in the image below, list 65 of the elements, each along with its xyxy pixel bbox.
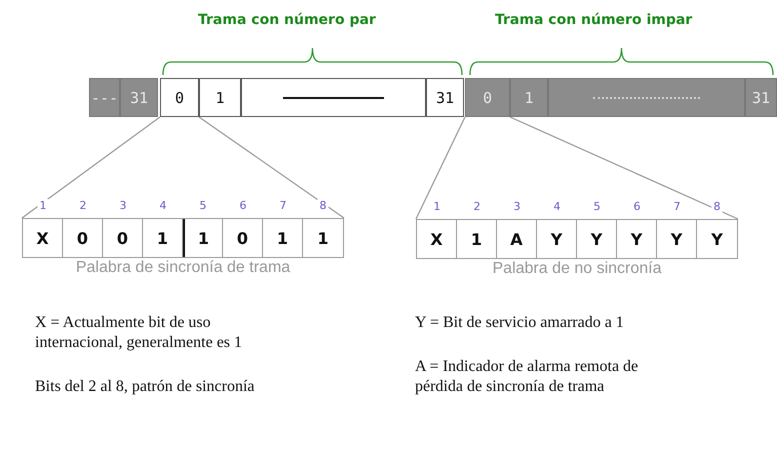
slot-label: ---	[90, 88, 118, 106]
bit-value: Y	[590, 230, 602, 248]
frame-slot	[548, 78, 745, 117]
bit-number: 5	[198, 199, 208, 212]
bit-number: 7	[278, 199, 288, 212]
bit-number: 8	[712, 200, 722, 213]
bit-number: 7	[672, 200, 682, 213]
frame-slot	[199, 78, 241, 117]
bit-value: X	[36, 228, 49, 248]
bit-value: 1	[198, 228, 210, 248]
expansion-line	[22, 116, 160, 218]
slot-label: 0	[174, 88, 184, 106]
note-text: Bits del 2 al 8, patrón de sincronía	[35, 377, 256, 397]
bit-number: 5	[592, 200, 602, 213]
bit-number: 1	[432, 200, 442, 213]
bit-value: 0	[116, 228, 128, 248]
bit-word-box	[22, 218, 344, 258]
frame-slot	[745, 78, 777, 117]
frame-label: Trama con número par	[198, 12, 376, 28]
bit-number: 4	[158, 199, 168, 212]
bit-value: 1	[317, 228, 329, 248]
word-caption: Palabra de no sincronía	[492, 260, 662, 278]
slot-label: 1	[524, 88, 534, 106]
expansion-line	[510, 116, 738, 220]
bit-value: Y	[550, 230, 562, 248]
frame-label: Trama con número impar	[495, 12, 692, 28]
note-text: Y = Bit de servicio amarrado a 1	[415, 313, 625, 333]
bit-value: X	[430, 230, 443, 248]
slot-label: 0	[482, 88, 492, 106]
bit-number: 6	[632, 200, 642, 213]
note-text: X = Actualmente bit de uso internacional, generalmente es 1	[35, 313, 244, 353]
bit-number: 8	[318, 199, 328, 212]
frame-slot	[241, 78, 426, 117]
bit-value: Y	[630, 230, 642, 248]
frame-slot	[426, 78, 464, 117]
bit-number: 3	[512, 200, 522, 213]
bit-value: 0	[236, 228, 248, 248]
expansion-line	[415, 116, 466, 220]
bit-number: 4	[552, 200, 562, 213]
bit-cell	[183, 219, 223, 257]
bit-number: 3	[118, 199, 128, 212]
bit-value: 1	[276, 228, 288, 248]
slot-label: 31	[436, 88, 454, 106]
bit-value: 1	[156, 228, 168, 248]
slot-label: 1	[215, 88, 225, 106]
expansion-line	[198, 116, 344, 218]
bit-value: 1	[470, 230, 482, 248]
slot-label: 31	[752, 88, 770, 106]
bit-number: 1	[38, 199, 48, 212]
frame-slot	[89, 78, 120, 117]
bit-number: 2	[472, 200, 482, 213]
word-caption: Palabra de sincronía de trama	[74, 259, 292, 277]
slot-label: 31	[130, 88, 148, 106]
bit-value: Y	[670, 230, 682, 248]
bit-value: 0	[76, 228, 88, 248]
frame-slot	[510, 78, 548, 117]
bit-number: 6	[238, 199, 248, 212]
frame-slot	[465, 78, 510, 117]
frame-slot	[160, 78, 199, 117]
bit-value: A	[510, 230, 523, 248]
bit-number: 2	[78, 199, 88, 212]
frame-slot	[120, 78, 158, 117]
note-text: A = Indicador de alarma remota de pérdida de sincronía de trama	[415, 357, 640, 397]
bit-word-box	[416, 219, 738, 259]
bit-value: Y	[711, 230, 723, 248]
